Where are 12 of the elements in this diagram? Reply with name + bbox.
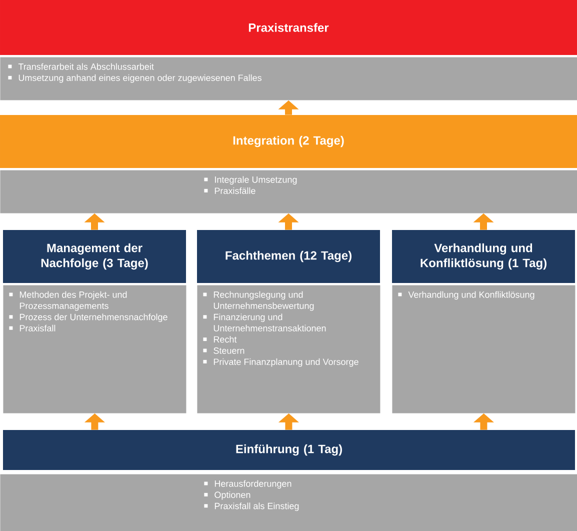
- header-box: Einführung (1 Tag): [3, 430, 575, 470]
- header-band: Praxistransfer: [0, 0, 577, 55]
- bullet-panel: Transferarbeit als Abschlussarbeit Umsetzung anhand eines eigenen oder zugewiesenen Falles: [0, 57, 577, 100]
- bullet-panel: Methoden des Projekt- und Prozessmanagements Prozess der Unternehmensnachfolge Praxisfall: [3, 285, 186, 414]
- header-band: Integration (2 Tage): [0, 115, 577, 168]
- bullet-panel: Verhandlung und Konfliktlösung: [392, 285, 576, 414]
- header-box: Fachthemen (12 Tage): [197, 230, 380, 283]
- bullet-panel: Integrale Umsetzung Praxisfälle: [0, 170, 577, 214]
- header-box: Verhandlung und Konfliktlösung (1 Tag): [392, 230, 575, 283]
- header-box: Management der Nachfolge (3 Tage): [3, 230, 186, 283]
- bullet-panel: Rechnungslegung und Unternehmensbewertung Finanzierung und Unternehmenstransaktionen Recht Steuern Private Finanzplanung und Vorsorge: [197, 285, 380, 414]
- bullet-panel: Herausforderungen Optionen Praxisfall als Einstieg: [0, 474, 577, 531]
